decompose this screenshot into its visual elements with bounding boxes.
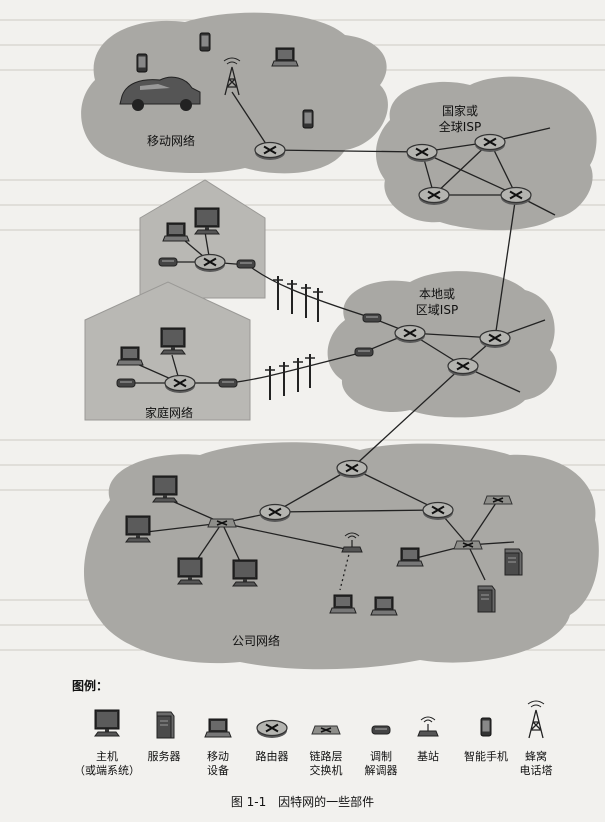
mobile-laptop bbox=[271, 47, 299, 67]
enterprise-pc-2 bbox=[125, 515, 151, 543]
enterprise-server-1 bbox=[504, 548, 523, 576]
server-icon bbox=[156, 711, 175, 739]
legend-label-line2: 设备 bbox=[207, 764, 229, 777]
legend-label-line1: 调制 bbox=[370, 750, 392, 763]
caption-number: 图 1-1 bbox=[230, 795, 267, 809]
legend-item-base-station: 基站 bbox=[388, 750, 468, 764]
enterprise-network-label: 公司网络 bbox=[232, 633, 280, 648]
enterprise-laptop-3 bbox=[396, 547, 424, 567]
legend-label-line1: 链路层 bbox=[309, 750, 343, 763]
legend-icons bbox=[94, 700, 545, 739]
legend-label-line1: 路由器 bbox=[255, 750, 289, 763]
home-network-label: 家庭网络 bbox=[145, 405, 193, 420]
home-modem-lower-1 bbox=[116, 378, 136, 388]
utility-poles bbox=[264, 275, 324, 401]
home-modem-upper-1 bbox=[158, 257, 178, 267]
enterprise-laptop-2 bbox=[370, 596, 398, 616]
home-laptop-lower bbox=[116, 346, 144, 366]
cell-tower-icon bbox=[527, 700, 545, 739]
global-isp-label-2: 全球ISP bbox=[439, 119, 481, 134]
legend-label-line1: 智能手机 bbox=[464, 750, 508, 763]
mobile-phone-2 bbox=[199, 32, 211, 52]
home-modem-upper-2 bbox=[236, 259, 256, 269]
enterprise-switch-3 bbox=[483, 495, 513, 505]
legend-label-line2: 电话塔 bbox=[519, 764, 553, 777]
modem-icon bbox=[371, 725, 391, 735]
enterprise-switch-1 bbox=[207, 518, 237, 528]
regional-isp-label-1: 本地或 bbox=[419, 287, 455, 301]
legend-item-smartphone: 智能手机 bbox=[446, 750, 526, 764]
home-laptop-upper bbox=[162, 222, 190, 242]
base-station-icon bbox=[417, 716, 439, 737]
home-modem-lower-2 bbox=[218, 378, 238, 388]
figure-caption: 图 1-1 因特网的一些部件 bbox=[0, 793, 605, 810]
isp-modem-1 bbox=[362, 313, 382, 323]
enterprise-pc-4 bbox=[232, 559, 258, 587]
enterprise-switch-2 bbox=[453, 540, 483, 550]
host-icon bbox=[94, 709, 120, 737]
legend-item-modem: 调制解调器 bbox=[341, 750, 421, 778]
mobile-device-icon bbox=[204, 718, 232, 738]
mobile-network-label: 移动网络 bbox=[147, 133, 195, 148]
home-pc-lower bbox=[160, 327, 186, 355]
home-house-upper bbox=[139, 179, 266, 299]
legend-item-cell-tower: 蜂窝电话塔 bbox=[496, 750, 576, 778]
legend-label-line2: 交换机 bbox=[309, 764, 343, 777]
home-pc-upper bbox=[194, 207, 220, 235]
legend-item-switch: 链路层交换机 bbox=[286, 750, 366, 778]
legend-item-mobile-device: 移动设备 bbox=[178, 750, 258, 778]
smartphone-icon bbox=[480, 717, 492, 737]
legend-label-line2: 解调器 bbox=[364, 764, 398, 777]
legend-label-line1: 移动 bbox=[207, 750, 229, 763]
mobile-phone-1 bbox=[136, 53, 148, 73]
legend-label-line2: （或端系统） bbox=[74, 764, 140, 777]
caption-text: 因特网的一些部件 bbox=[278, 795, 375, 809]
enterprise-pc-3 bbox=[177, 557, 203, 585]
legend-title: 图例： bbox=[72, 679, 109, 693]
legend-label-line1: 蜂窝 bbox=[525, 750, 547, 763]
legend-label-line1: 基站 bbox=[417, 750, 439, 763]
car bbox=[119, 76, 201, 111]
mobile-phone-3 bbox=[302, 109, 314, 129]
switch-icon bbox=[311, 725, 341, 735]
legend-item-router: 路由器 bbox=[232, 750, 312, 764]
enterprise-server-2 bbox=[477, 585, 496, 613]
legend-item-server: 服务器 bbox=[124, 750, 204, 764]
enterprise-pc-1 bbox=[152, 475, 178, 503]
isp-modem-2 bbox=[354, 347, 374, 357]
legend-label-line1: 主机 bbox=[96, 750, 118, 763]
router-icon bbox=[256, 719, 288, 739]
mobile-network-cloud bbox=[81, 12, 388, 174]
enterprise-network-cloud bbox=[83, 442, 599, 670]
regional-isp-label-2: 区域ISP bbox=[416, 303, 458, 317]
legend-item-host: 主机（或端系统） bbox=[67, 750, 147, 778]
legend-label-line1: 服务器 bbox=[147, 750, 181, 763]
global-isp-label-1: 国家或 bbox=[442, 103, 478, 118]
enterprise-laptop-1 bbox=[329, 594, 357, 614]
